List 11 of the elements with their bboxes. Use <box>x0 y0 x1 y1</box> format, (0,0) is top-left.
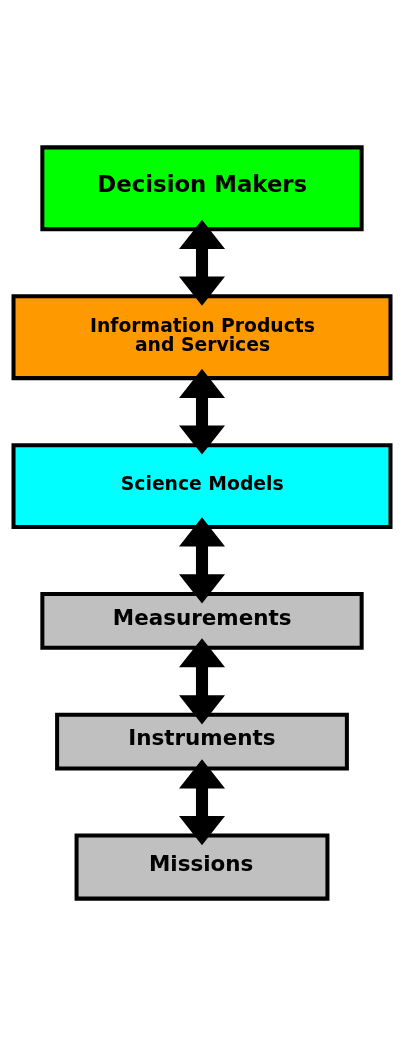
node-box: Instruments <box>55 712 349 770</box>
arrow <box>179 758 225 845</box>
node-box: Decision Makers <box>40 144 364 231</box>
node-box: Science Models <box>11 442 393 529</box>
arrow <box>179 637 225 724</box>
arrow <box>179 368 225 455</box>
arrow <box>179 219 225 306</box>
node-box: Missions <box>74 833 330 901</box>
node-box: Measurements <box>40 591 364 650</box>
node-box: Information Products and Services <box>11 293 393 380</box>
arrow <box>179 516 225 603</box>
